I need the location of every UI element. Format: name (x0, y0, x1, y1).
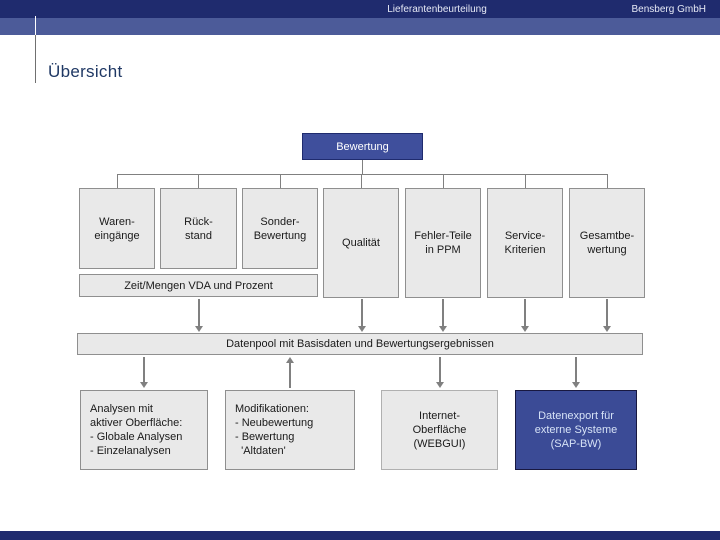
page-title: Übersicht (48, 62, 123, 81)
criteria-box-rueckstand: Rück- stand (160, 188, 237, 269)
arrow-fehlerteile-to-datenpool (438, 299, 447, 332)
criteria-box-gesamtbewertung: Gesamtbe- wertung (569, 188, 645, 298)
criteria-box-sonderbewertung: Sonder- Bewertung (242, 188, 318, 269)
company-name: Bensberg GmbH (631, 4, 706, 15)
flow-root-label: Bewertung (336, 140, 389, 153)
criteria-label: Sonder- Bewertung (253, 215, 307, 242)
header-subbar (0, 18, 720, 35)
accent-line-gray (35, 35, 36, 83)
criteria-box-fehlerteile: Fehler-Teile in PPM (405, 188, 481, 298)
datenpool-label: Datenpool mit Basisdaten und Bewertungse… (226, 338, 494, 350)
criteria-box-qualitaet: Qualität (323, 188, 399, 298)
criteria-label: Service- Kriterien (504, 230, 546, 256)
arrow-datenpool-to-internet (435, 357, 444, 388)
output-label: Internet- Oberfläche (WEBGUI) (412, 410, 467, 450)
criteria-label: Gesamtbe- wertung (579, 230, 635, 256)
connector-stub-2 (198, 174, 199, 188)
connector-root-stem (362, 160, 363, 174)
datenpool-bar: Datenpool mit Basisdaten und Bewertungse… (77, 333, 643, 355)
output-label: Analysen mit aktiver Oberfläche: - Globa… (90, 403, 183, 457)
connector-stub-7 (607, 174, 608, 188)
connector-stub-3 (280, 174, 281, 188)
arrow-qualitaet-to-datenpool (357, 299, 366, 332)
criteria-box-servicekriterien: Service- Kriterien (487, 188, 563, 298)
connector-horizontal (117, 174, 607, 175)
output-box-analysen: Analysen mit aktiver Oberfläche: - Globa… (80, 390, 208, 470)
connector-stub-5 (443, 174, 444, 188)
footer-bar (0, 531, 720, 540)
output-label: Modifikationen: - Neubewertung - Bewertu… (235, 403, 314, 457)
output-box-modifikationen: Modifikationen: - Neubewertung - Bewertu… (225, 390, 355, 470)
connector-stub-4 (361, 174, 362, 188)
criteria-label: Waren- eingänge (94, 215, 140, 242)
accent-line-white (35, 16, 36, 35)
arrow-gesamt-to-datenpool (602, 299, 611, 332)
header-bar (0, 0, 720, 18)
arrow-datenpool-to-analysen (139, 357, 148, 388)
arrow-zeit-to-datenpool (194, 299, 203, 332)
criteria-box-wareneingaenge: Waren- eingänge (79, 188, 155, 269)
zeit-mengen-band: Zeit/Mengen VDA und Prozent (79, 274, 318, 297)
arrow-datenpool-to-datenexport (571, 357, 580, 388)
arrow-service-to-datenpool (520, 299, 529, 332)
criteria-label: Rück- stand (184, 215, 213, 242)
output-box-internet: Internet- Oberfläche (WEBGUI) (381, 390, 498, 470)
output-label: Datenexport für externe Systeme (SAP-BW) (534, 410, 618, 450)
connector-stub-6 (525, 174, 526, 188)
criteria-label: Fehler-Teile in PPM (414, 230, 472, 256)
criteria-label: Qualität (342, 237, 380, 249)
header-title: Lieferantenbeurteilung (387, 4, 487, 15)
output-box-datenexport: Datenexport für externe Systeme (SAP-BW) (515, 390, 637, 470)
connector-stub-1 (117, 174, 118, 188)
flow-root-box-bewertung: Bewertung (302, 133, 423, 160)
arrow-modifikationen-to-datenpool (285, 357, 294, 388)
zeit-mengen-label: Zeit/Mengen VDA und Prozent (124, 279, 273, 292)
